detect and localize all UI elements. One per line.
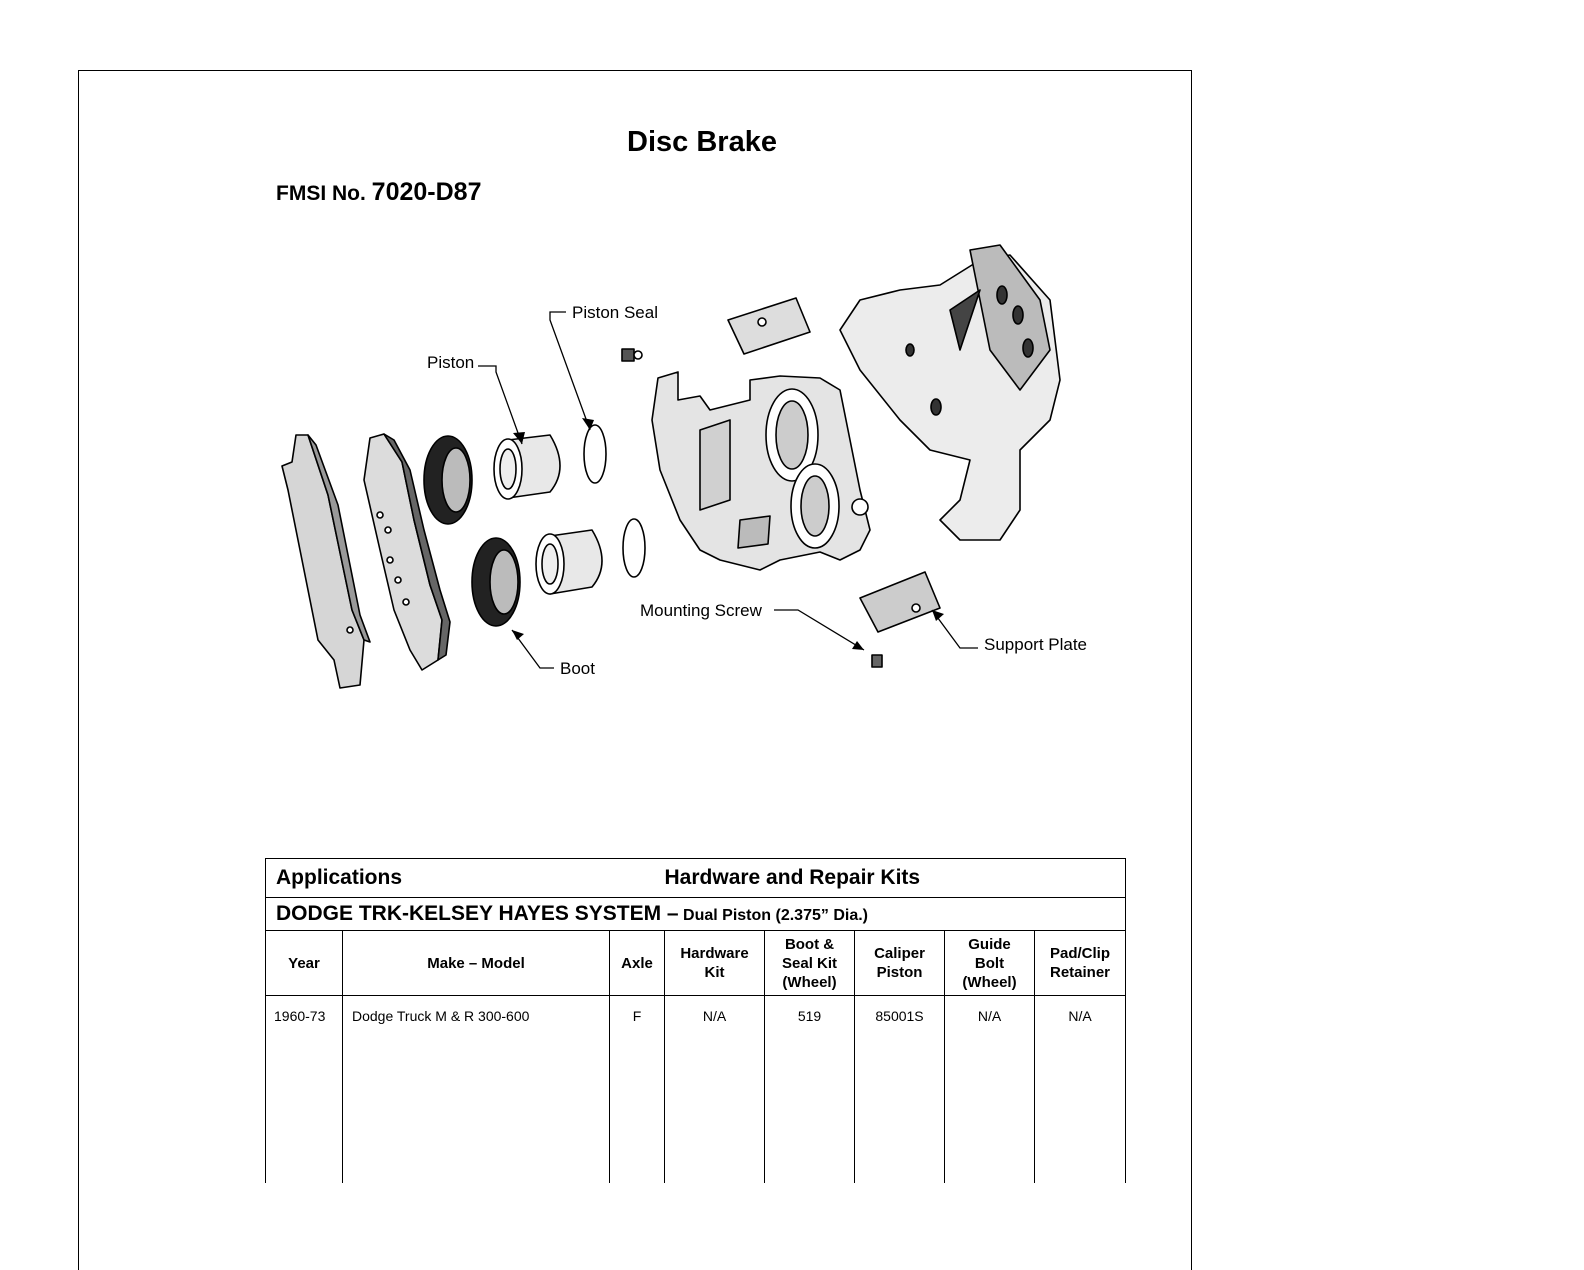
hardware-kits-heading: Hardware and Repair Kits <box>664 858 1127 898</box>
applications-table: Applications Hardware and Repair Kits DO… <box>264 858 1127 1183</box>
cell-caliper-piston: 85001S <box>854 995 946 1183</box>
fmsi-label: FMSI No. <box>276 182 366 205</box>
upper-boot <box>423 435 473 525</box>
exploded-caliper-diagram: Piston Seal Piston Boot Mounting Screw S… <box>281 244 1087 689</box>
cell-hardware-kit: N/A <box>664 995 766 1183</box>
col-year: Year <box>265 930 343 996</box>
piston-seal-arrow <box>582 418 594 430</box>
cell-year: 1960-73 <box>265 995 343 1183</box>
inner-brake-pad <box>363 433 451 671</box>
system-row: DODGE TRK-KELSEY HAYES SYSTEM – Dual Pis… <box>264 897 1127 931</box>
label-support-plate: Support Plate <box>984 635 1087 654</box>
col-axle: Axle <box>608 930 666 996</box>
page-frame <box>78 70 1192 1270</box>
cell-guide-bolt: N/A <box>944 995 1036 1183</box>
col-make-model: Make – Model <box>342 930 610 996</box>
label-piston: Piston <box>427 353 474 372</box>
applications-heading: Applications <box>264 858 665 898</box>
cell-boot-seal-kit: 519 <box>764 995 856 1183</box>
label-boot: Boot <box>560 659 595 678</box>
lower-piston-seal <box>622 518 646 578</box>
lower-piston <box>535 529 603 595</box>
lower-boot <box>471 537 521 627</box>
lower-support-plate <box>859 571 941 633</box>
piston-arrow <box>513 432 525 444</box>
upper-piston-seal <box>583 424 607 484</box>
col-boot-seal-kit: Boot &Seal Kit(Wheel) <box>764 930 856 996</box>
piston-leader <box>478 365 523 445</box>
system-description: Dual Piston (2.375” Dia.) <box>683 907 868 924</box>
upper-support-plate <box>727 297 811 355</box>
system-name: DODGE TRK-KELSEY HAYES SYSTEM – <box>276 902 679 925</box>
caliper-housing <box>651 371 871 571</box>
fmsi-value: 7020-D87 <box>371 178 482 206</box>
cell-pad-clip-retainer: N/A <box>1034 995 1127 1183</box>
boot-leader <box>511 629 554 669</box>
piston-seal-leader <box>549 311 591 431</box>
mounting-screw-leader <box>774 609 865 651</box>
boot-arrow <box>512 630 524 640</box>
support-plate-arrow <box>932 610 944 621</box>
anchor-bracket <box>839 244 1061 541</box>
fmsi-number: FMSI No. 7020-D87 <box>276 178 481 207</box>
bleeder-screw <box>621 348 643 362</box>
label-mounting-screw: Mounting Screw <box>640 601 763 620</box>
cell-make-model: Dodge Truck M & R 300-600 <box>342 995 610 1183</box>
table-row: 1960-73 Dodge Truck M & R 300-600 F N/A … <box>265 995 1127 1183</box>
system-cell: DODGE TRK-KELSEY HAYES SYSTEM – Dual Pis… <box>264 897 1127 931</box>
label-piston-seal: Piston Seal <box>572 303 658 322</box>
upper-piston <box>493 434 561 500</box>
support-plate-leader <box>931 609 978 649</box>
outer-brake-pad <box>281 434 371 689</box>
mounting-screw <box>871 654 883 668</box>
page-title: Disc Brake <box>627 126 777 158</box>
cell-axle: F <box>608 995 666 1183</box>
table-header-row: Applications Hardware and Repair Kits <box>264 858 1127 898</box>
mounting-screw-arrow <box>852 641 864 650</box>
